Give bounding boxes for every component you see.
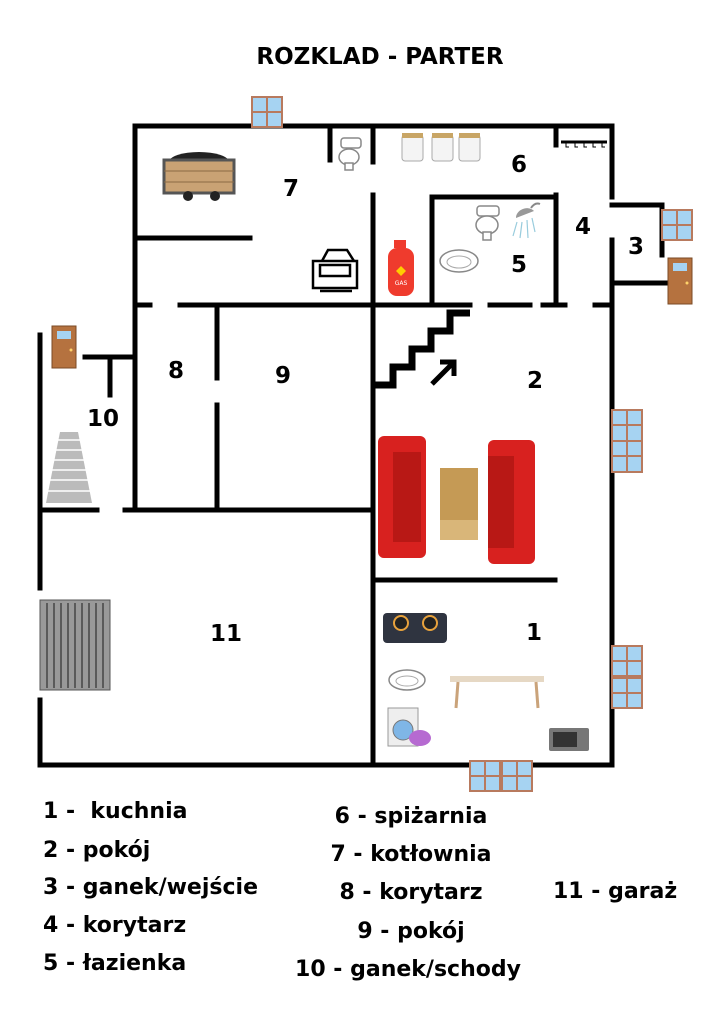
room-number-8: 8	[168, 358, 184, 384]
legend-item: 11 - garaż	[553, 879, 677, 904]
stove-icon	[383, 613, 447, 643]
door-icon[interactable]	[51, 325, 77, 369]
room-number-10: 10	[87, 406, 119, 432]
room-number-7: 7	[283, 176, 299, 202]
coffee-table-icon	[440, 468, 478, 540]
door-icon[interactable]	[667, 257, 693, 305]
window-icon	[501, 760, 533, 792]
toilet-icon	[475, 205, 500, 241]
legend-item: 4 - korytarz	[43, 913, 186, 938]
window-icon	[611, 440, 643, 473]
jar-icon	[401, 133, 424, 162]
gas-label: GAS	[395, 280, 408, 287]
boiler-icon	[311, 248, 359, 293]
jar-icon	[458, 133, 481, 162]
garage-door-icon[interactable]	[39, 599, 111, 691]
room-number-2: 2	[527, 368, 543, 394]
sink-icon	[388, 669, 426, 691]
sofa-icon	[488, 440, 535, 564]
legend-item: 2 - pokój	[43, 838, 150, 863]
legend-item: 5 - łazienka	[43, 951, 186, 976]
microwave-icon	[549, 728, 589, 751]
legend: 1 - kuchnia 2 - pokój 3 - ganek/wejście …	[43, 799, 677, 982]
window-icon	[611, 677, 643, 709]
room-number-11: 11	[210, 621, 242, 647]
room-number-5: 5	[511, 252, 527, 278]
legend-item: 8 - korytarz	[339, 880, 482, 905]
walls	[37, 123, 668, 768]
legend-item: 10 - ganek/schody	[295, 957, 521, 982]
page-title: ROZKLAD - PARTER	[256, 44, 503, 70]
room-number-3: 3	[628, 234, 644, 260]
arrow-up-icon	[430, 359, 457, 386]
legend-item: 6 - spiżarnia	[335, 804, 488, 829]
coat-hooks-icon	[561, 140, 607, 148]
legend-item: 1 - kuchnia	[43, 799, 187, 824]
window-icon	[611, 409, 643, 442]
sofa-icon	[378, 436, 426, 558]
legend-item: 7 - kotłownia	[330, 842, 491, 867]
room-number-1: 1	[526, 620, 542, 646]
window-icon	[611, 645, 643, 677]
toilet-icon	[338, 137, 362, 171]
room-number-4: 4	[575, 214, 591, 240]
shower-icon	[512, 202, 541, 239]
sink-icon	[439, 249, 479, 273]
window-icon	[661, 209, 693, 241]
legend-item: 9 - pokój	[357, 919, 464, 944]
window-icon	[469, 760, 501, 792]
table-icon	[450, 676, 544, 709]
stairs-icon	[373, 309, 470, 389]
coal-cart-icon	[162, 152, 236, 201]
stairs-icon	[46, 432, 92, 503]
legend-item: 3 - ganek/wejście	[43, 875, 258, 900]
room-number-6: 6	[511, 152, 527, 178]
room-number-9: 9	[275, 363, 291, 389]
window-icon	[251, 96, 283, 128]
jar-icon	[431, 133, 454, 162]
washing-machine-icon	[387, 707, 431, 747]
gas-cylinder-icon: GAS	[388, 240, 414, 296]
